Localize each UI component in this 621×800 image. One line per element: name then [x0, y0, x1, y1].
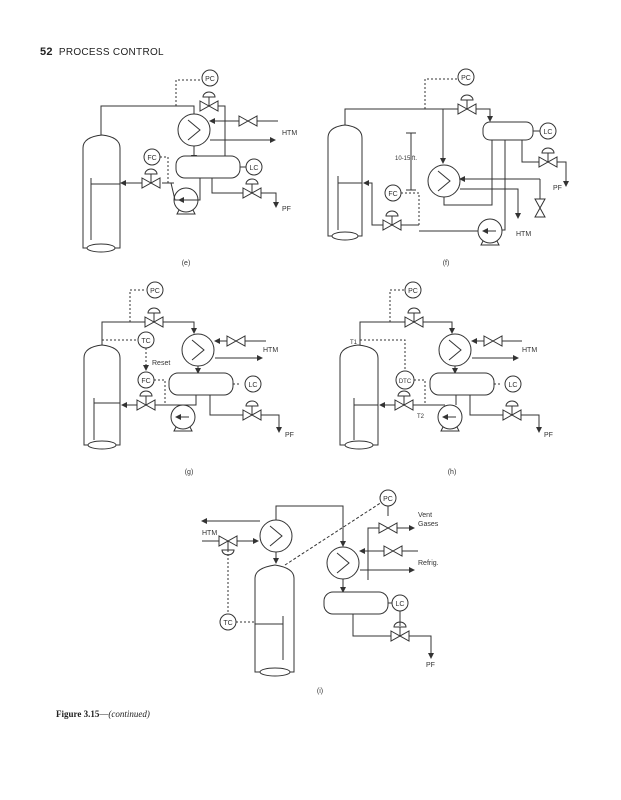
- lc-label-e: LC: [250, 165, 259, 172]
- vent-label-i: Vent: [418, 512, 432, 519]
- diagram-g: PC TC Reset FC HTM LC PF (g): [83, 281, 294, 476]
- lc-label-f: LC: [544, 129, 553, 136]
- caption-note: (continued): [108, 709, 150, 719]
- diagram-label-f: (f): [443, 260, 450, 267]
- diagram-e: PC HTM LC PF FC (e): [82, 69, 297, 267]
- column-i: [254, 564, 295, 673]
- fc-label-g: FC: [141, 378, 150, 385]
- refrig-label-i: Refrig.: [418, 560, 439, 567]
- htm-label-h: HTM: [522, 347, 537, 354]
- diagram-f: PC LC PF 10-15 ft. HTM FC (f): [327, 68, 566, 267]
- dtc-label-h: DTC: [399, 379, 412, 385]
- pf-label-i: PF: [426, 662, 435, 669]
- pf-label-e: PF: [282, 206, 291, 213]
- pc-label-h: PC: [408, 288, 418, 295]
- diagram-label-i: (i): [317, 688, 323, 695]
- tc-label-i: TC: [223, 620, 232, 627]
- reset-label-g: Reset: [152, 360, 170, 367]
- htm-label-e: HTM: [282, 130, 297, 137]
- page-number: 52: [40, 46, 53, 58]
- pc-label-g: PC: [150, 288, 160, 295]
- lc-label-i: LC: [396, 601, 405, 608]
- pf-label-f: PF: [553, 185, 562, 192]
- column-h: [339, 344, 379, 446]
- diagram-label-g: (g): [185, 469, 194, 476]
- pc-label-i: PC: [383, 496, 393, 503]
- height-annotation-f: 10-15 ft.: [395, 156, 417, 162]
- fc-label-f: FC: [388, 191, 397, 198]
- figure-caption: Figure 3.15—(continued): [56, 709, 150, 719]
- pc-label-e: PC: [205, 76, 215, 83]
- column-g: [83, 344, 121, 446]
- diagram-label-e: (e): [182, 260, 191, 267]
- fc-label-e: FC: [147, 155, 156, 162]
- caption-figure-number: Figure 3.15: [56, 709, 100, 719]
- pc-instrument-e: [201, 69, 219, 87]
- diagram-i: HTM TC PC Vent Gases Refrig. LC PF (i): [201, 489, 439, 695]
- htm-label-g: HTM: [263, 347, 278, 354]
- diagram-label-h: (h): [448, 469, 457, 476]
- diagram-h: PC T1 DTC T2 HTM LC PF (h): [339, 281, 553, 476]
- column-e: [82, 134, 121, 249]
- running-title: PROCESS CONTROL: [58, 47, 164, 58]
- column-f: [327, 124, 363, 237]
- t2-label-h: T2: [417, 414, 425, 420]
- gases-label-i: Gases: [418, 521, 439, 528]
- lc-label-g: LC: [249, 382, 258, 389]
- lc-label-h: LC: [509, 382, 518, 389]
- t1-label-h: T1: [350, 340, 358, 346]
- pf-label-g: PF: [285, 432, 294, 439]
- htm-label-f: HTM: [516, 231, 531, 238]
- tc-label-g: TC: [141, 338, 150, 345]
- pc-label-f: PC: [461, 75, 471, 82]
- pf-label-h: PF: [544, 432, 553, 439]
- page-header: 52 PROCESS CONTROL: [40, 46, 164, 58]
- htm-label-i: HTM: [202, 530, 217, 537]
